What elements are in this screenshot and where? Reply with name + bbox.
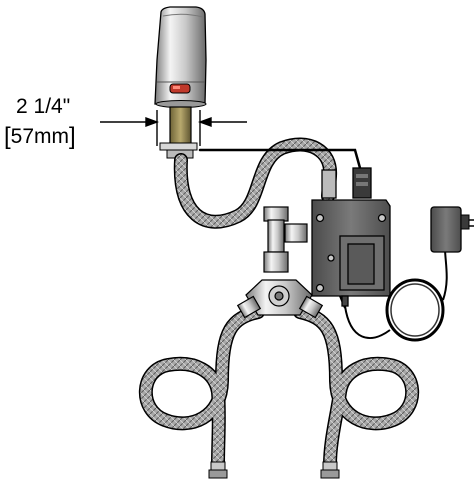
control-box [311, 167, 391, 309]
faucet-shank [159, 106, 198, 159]
dimension-arrows [100, 110, 247, 146]
power-adapter [344, 206, 474, 342]
mixing-valve [236, 206, 324, 319]
dimension-imperial-label: 2 1/4" [16, 95, 71, 118]
faucet-spout [154, 6, 207, 108]
close-bracket: ] [69, 123, 76, 150]
metric-value: 57mm [10, 125, 70, 148]
supply-hoses [138, 137, 420, 472]
hose-fittings [208, 461, 340, 479]
dimension-metric-label: [57mm] [4, 123, 76, 150]
open-bracket: [ [4, 123, 11, 150]
sensor-window [169, 83, 191, 94]
